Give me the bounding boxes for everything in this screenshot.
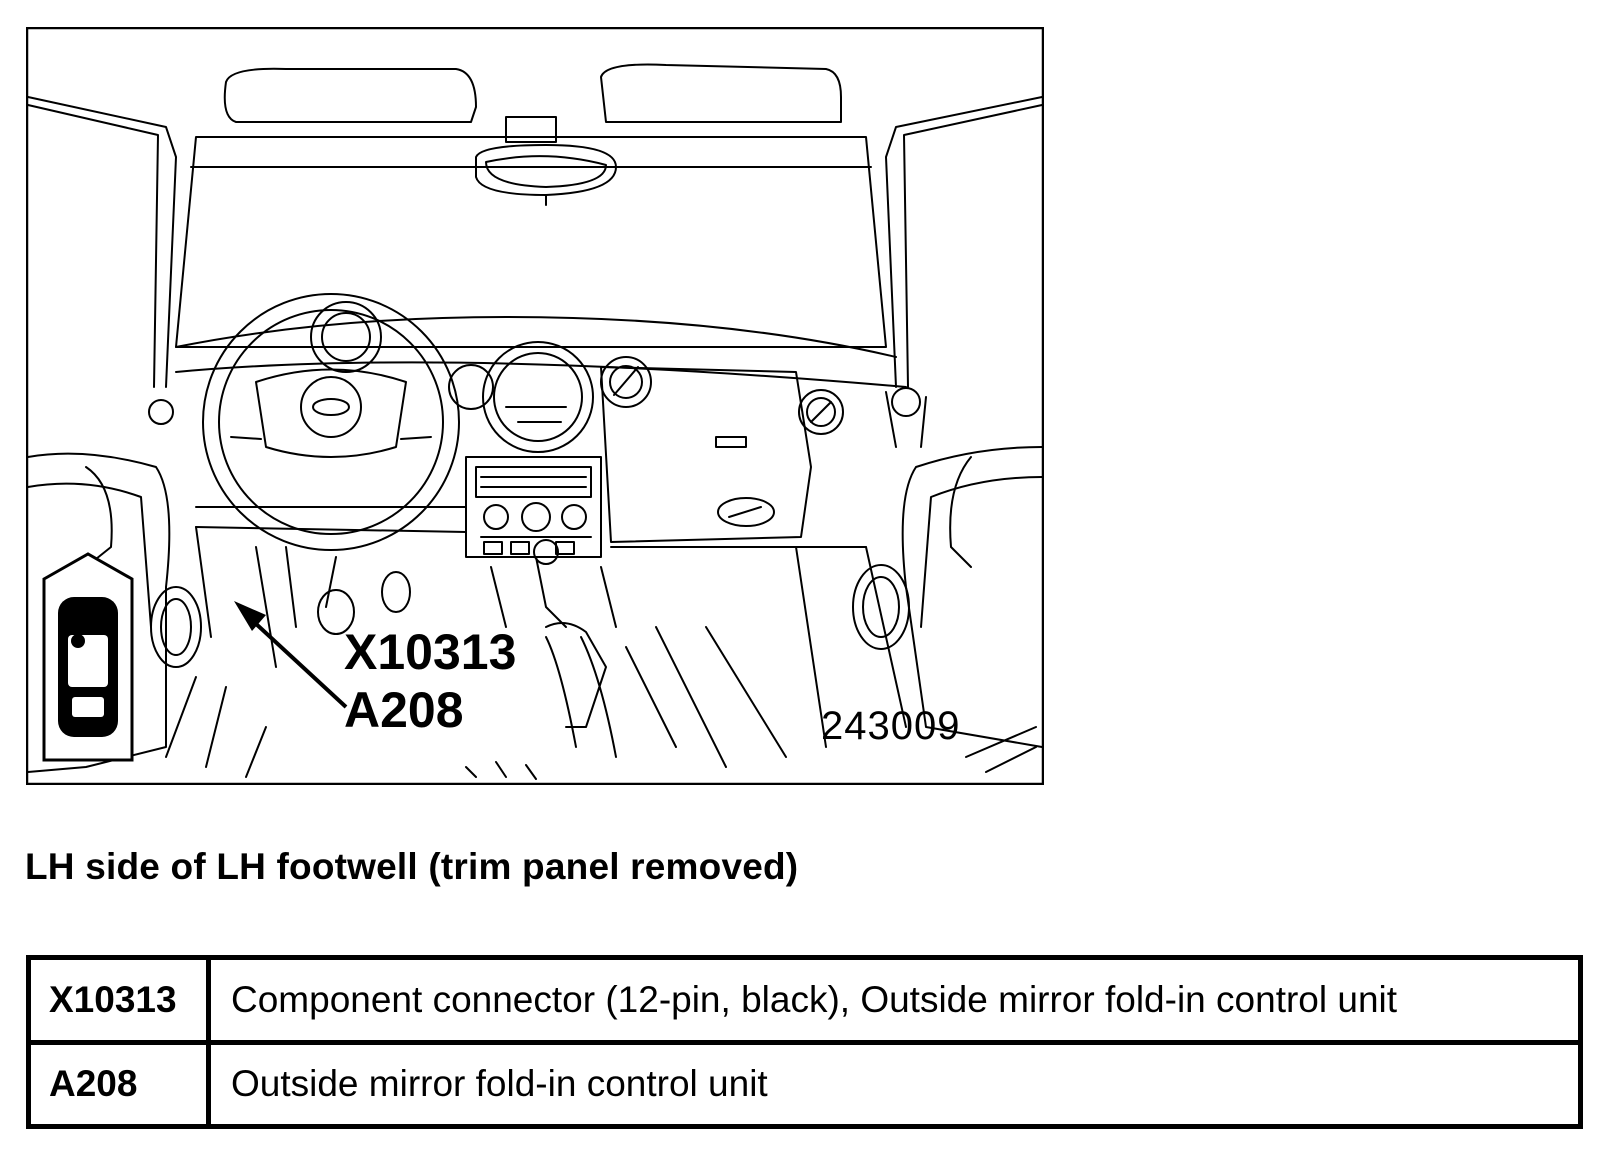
figure-caption: LH side of LH footwell (trim panel remov… bbox=[25, 846, 799, 887]
callout-x10313: X10313 bbox=[344, 624, 516, 680]
legend-description: Outside mirror fold-in control unit bbox=[231, 1063, 768, 1105]
legend-row: X10313 Component connector (12-pin, blac… bbox=[31, 960, 1578, 1040]
legend-row: A208 Outside mirror fold-in control unit bbox=[31, 1039, 1578, 1124]
dashboard-illustration: X10313 A208 243009 bbox=[26, 27, 1044, 785]
callout-a208: A208 bbox=[344, 682, 464, 738]
legend-table: X10313 Component connector (12-pin, blac… bbox=[26, 955, 1583, 1129]
legend-code: X10313 bbox=[31, 960, 211, 1040]
figure-number: 243009 bbox=[821, 704, 960, 748]
callout-arrow bbox=[234, 601, 348, 709]
legend-code: A208 bbox=[31, 1044, 211, 1124]
car-top-view-icon bbox=[42, 552, 134, 762]
legend-description: Component connector (12-pin, black), Out… bbox=[231, 978, 1398, 1020]
